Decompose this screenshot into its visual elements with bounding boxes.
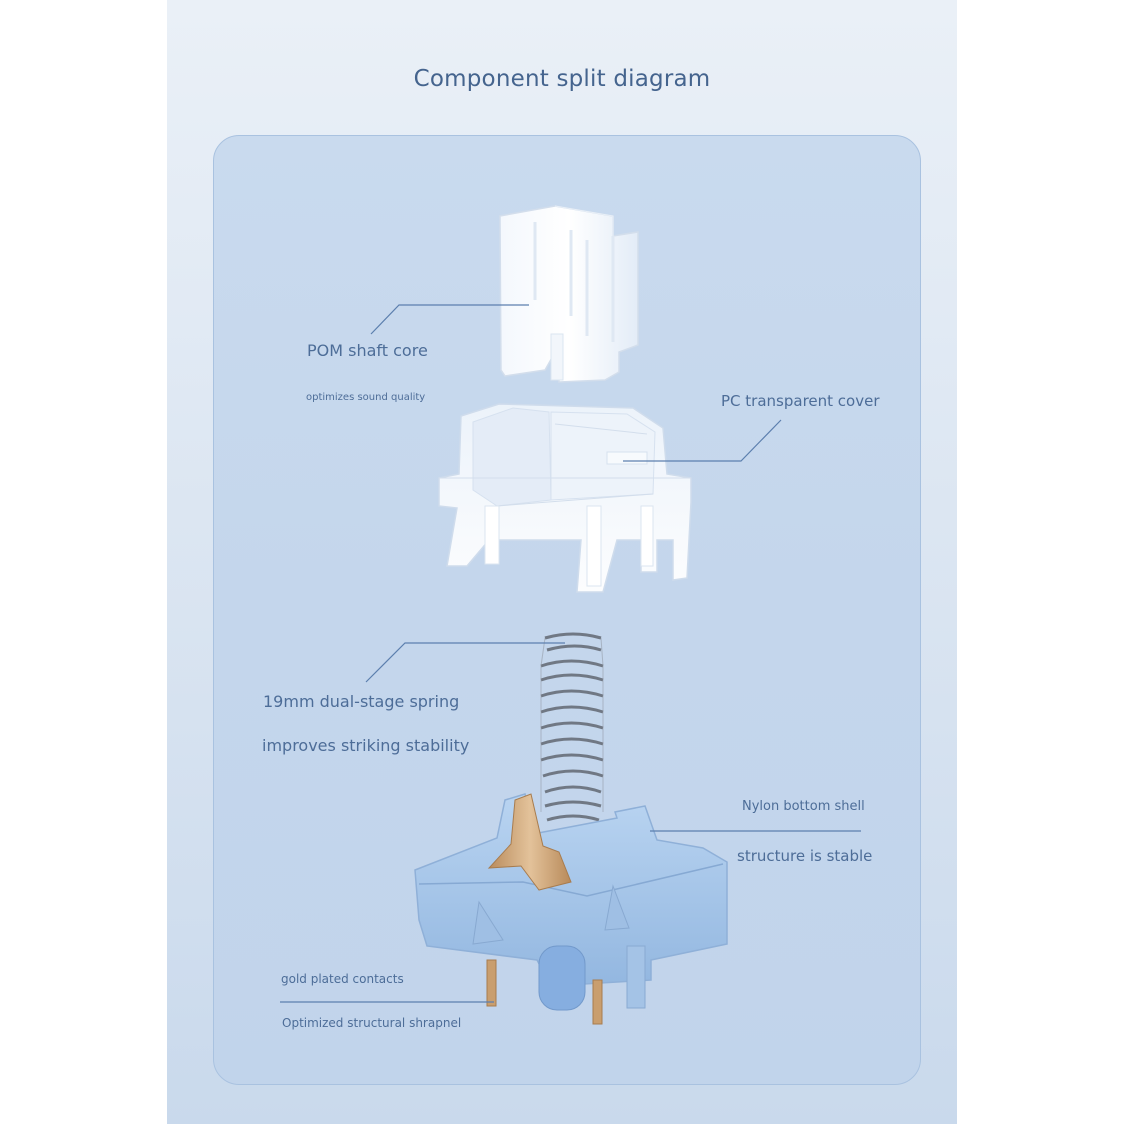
gold-subtitle-label: Optimized structural shrapnel [282, 1016, 462, 1030]
spring-subtitle-label: improves striking stability [262, 736, 470, 755]
pom-stem-illustration [499, 205, 639, 383]
leader-lines [280, 304, 861, 1003]
nylon-title-label: Nylon bottom shell [742, 799, 865, 814]
gold-title-label: gold plated contacts [281, 972, 404, 986]
pom-title-label: POM shaft core [307, 341, 428, 360]
pom-leader-line [370, 304, 529, 335]
nylon-bottom-shell-illustration [414, 793, 728, 1011]
page-title: Component split diagram [413, 66, 711, 92]
spring-leader-line [365, 642, 565, 683]
gold-contacts-illustration [486, 793, 603, 1025]
switch-exploded-illustration [280, 205, 861, 1025]
spring-illustration [540, 632, 604, 836]
spring-title-label: 19mm dual-stage spring [263, 692, 460, 711]
pc-cover-illustration [438, 403, 692, 593]
product-panel: Component split diagram [167, 0, 957, 1124]
pc-leader-line [623, 419, 782, 462]
pom-subtitle-label: optimizes sound quality [306, 392, 426, 403]
pc-title-label: PC transparent cover [721, 392, 880, 410]
nylon-subtitle-label: structure is stable [737, 847, 873, 865]
